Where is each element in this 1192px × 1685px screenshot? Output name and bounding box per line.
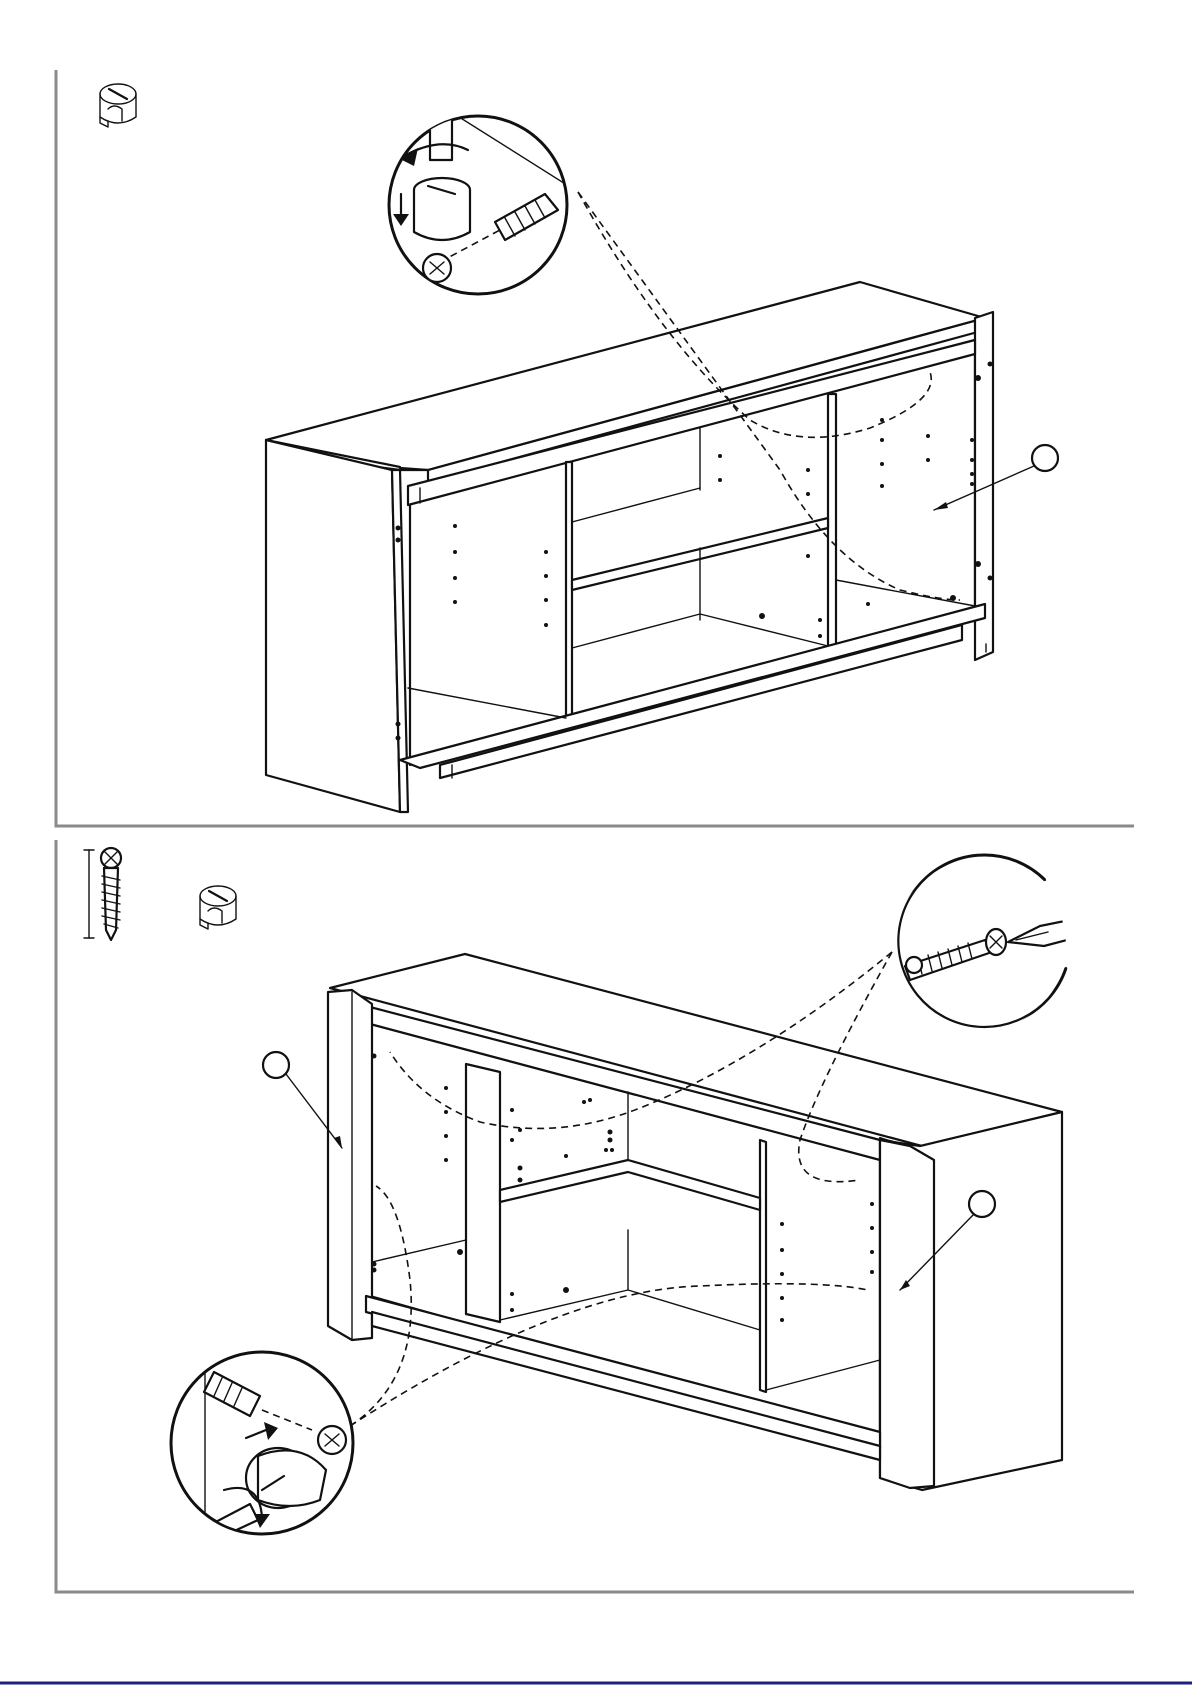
right-side-front-edge <box>880 1140 934 1488</box>
cam-lock-tightening-detail <box>166 1352 353 1560</box>
long-screw-icon <box>84 848 121 940</box>
cabinet-step-1 <box>266 282 993 812</box>
divider-right <box>828 394 836 650</box>
screw-driving-detail <box>892 855 1082 1031</box>
divider-left <box>566 462 572 720</box>
cam-lock-icon <box>100 84 136 127</box>
cabinet-left-side <box>266 440 400 812</box>
cam-lock-tightening-detail <box>389 70 578 294</box>
step-2-panel <box>56 840 1134 1592</box>
step-1-panel <box>56 70 1134 826</box>
cabinet-left-side <box>328 990 372 1340</box>
divider-right <box>760 1140 766 1392</box>
divider-left <box>466 1064 500 1322</box>
cabinet-step-2 <box>328 954 1062 1490</box>
cam-lock-icon <box>200 886 236 929</box>
